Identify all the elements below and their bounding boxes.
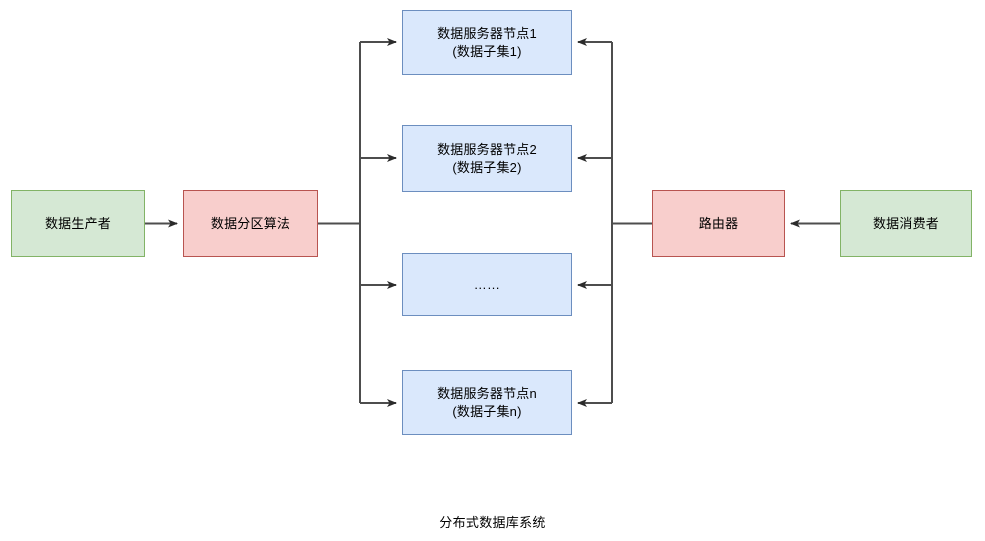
node-label: 数据消费者 — [872, 215, 939, 231]
node-router[interactable]: 路由器 — [652, 190, 785, 257]
node-label: 数据服务器节点n (数据子集n) — [437, 385, 537, 419]
node-data-server-node-n[interactable]: 数据服务器节点n (数据子集n) — [402, 370, 572, 435]
node-data-producer[interactable]: 数据生产者 — [11, 190, 145, 257]
node-data-server-node-2[interactable]: 数据服务器节点2 (数据子集2) — [402, 125, 572, 192]
node-data-consumer[interactable]: 数据消费者 — [840, 190, 972, 257]
node-label: 数据服务器节点1 (数据子集1) — [437, 25, 537, 59]
node-label: 数据服务器节点2 (数据子集2) — [437, 141, 537, 175]
node-label: 路由器 — [698, 215, 739, 231]
node-label: 数据分区算法 — [210, 215, 291, 231]
node-data-server-node-1[interactable]: 数据服务器节点1 (数据子集1) — [402, 10, 572, 75]
node-partition-algorithm[interactable]: 数据分区算法 — [183, 190, 318, 257]
node-label: …… — [473, 276, 501, 292]
diagram-caption: 分布式数据库系统 — [439, 515, 546, 530]
node-data-server-node-ellipsis[interactable]: …… — [402, 253, 572, 316]
node-label: 数据生产者 — [44, 215, 111, 231]
